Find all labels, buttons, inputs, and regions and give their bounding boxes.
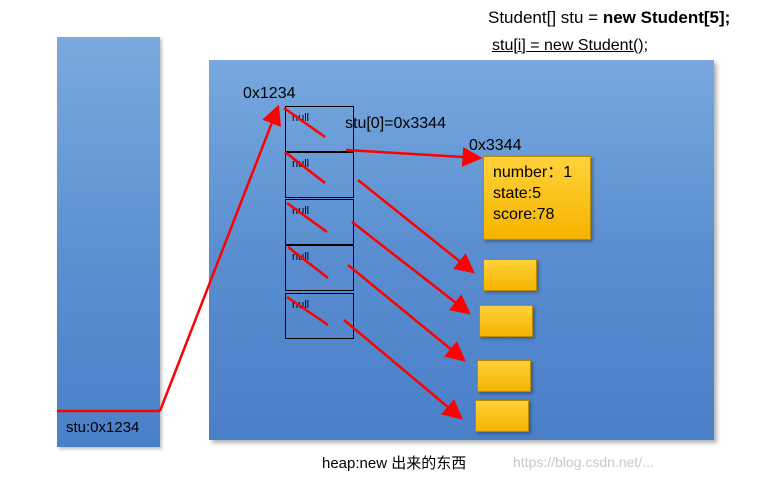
null-strike-4 xyxy=(286,295,329,327)
student-object-2 xyxy=(479,305,533,337)
cell-4-arrow xyxy=(343,319,463,420)
array-declaration-code: Student[] stu = new Student[5]; xyxy=(488,8,731,27)
null-strike-1 xyxy=(284,151,326,184)
watermark-text: https://blog.csdn.net/... xyxy=(513,454,654,470)
array-cell-0: null xyxy=(285,106,354,152)
student-state-field: state:5 xyxy=(493,185,542,202)
null-strike-3 xyxy=(287,246,329,279)
object-instantiation-code: stu[i] = new Student(); xyxy=(492,37,649,54)
cell-3-arrow xyxy=(347,264,466,362)
student-object-box: number：1 state:5 score:78 xyxy=(483,156,591,240)
cell-1-arrow xyxy=(357,179,475,274)
heap-label: heap:new 出来的东西 xyxy=(322,455,467,472)
cell-value: null xyxy=(292,205,310,217)
cell-value: null xyxy=(292,112,310,124)
cell-2-arrow xyxy=(351,221,471,315)
null-strike-0 xyxy=(283,106,326,139)
student-number-field: number：1 xyxy=(493,164,573,181)
cell-0-to-student-arrow xyxy=(345,146,483,167)
stack-memory xyxy=(57,37,160,447)
stack-variable-label: stu:0x1234 xyxy=(66,419,140,436)
student-object-4 xyxy=(475,400,529,432)
null-strike-2 xyxy=(286,201,328,234)
student-object-1 xyxy=(483,259,537,291)
element-assignment-label: stu[0]=0x3344 xyxy=(345,115,446,132)
array-address-label: 0x1234 xyxy=(243,85,296,102)
student-score-field: score:78 xyxy=(493,206,555,223)
student-object-3 xyxy=(477,360,531,392)
stack-to-heap-arrow xyxy=(158,104,281,412)
